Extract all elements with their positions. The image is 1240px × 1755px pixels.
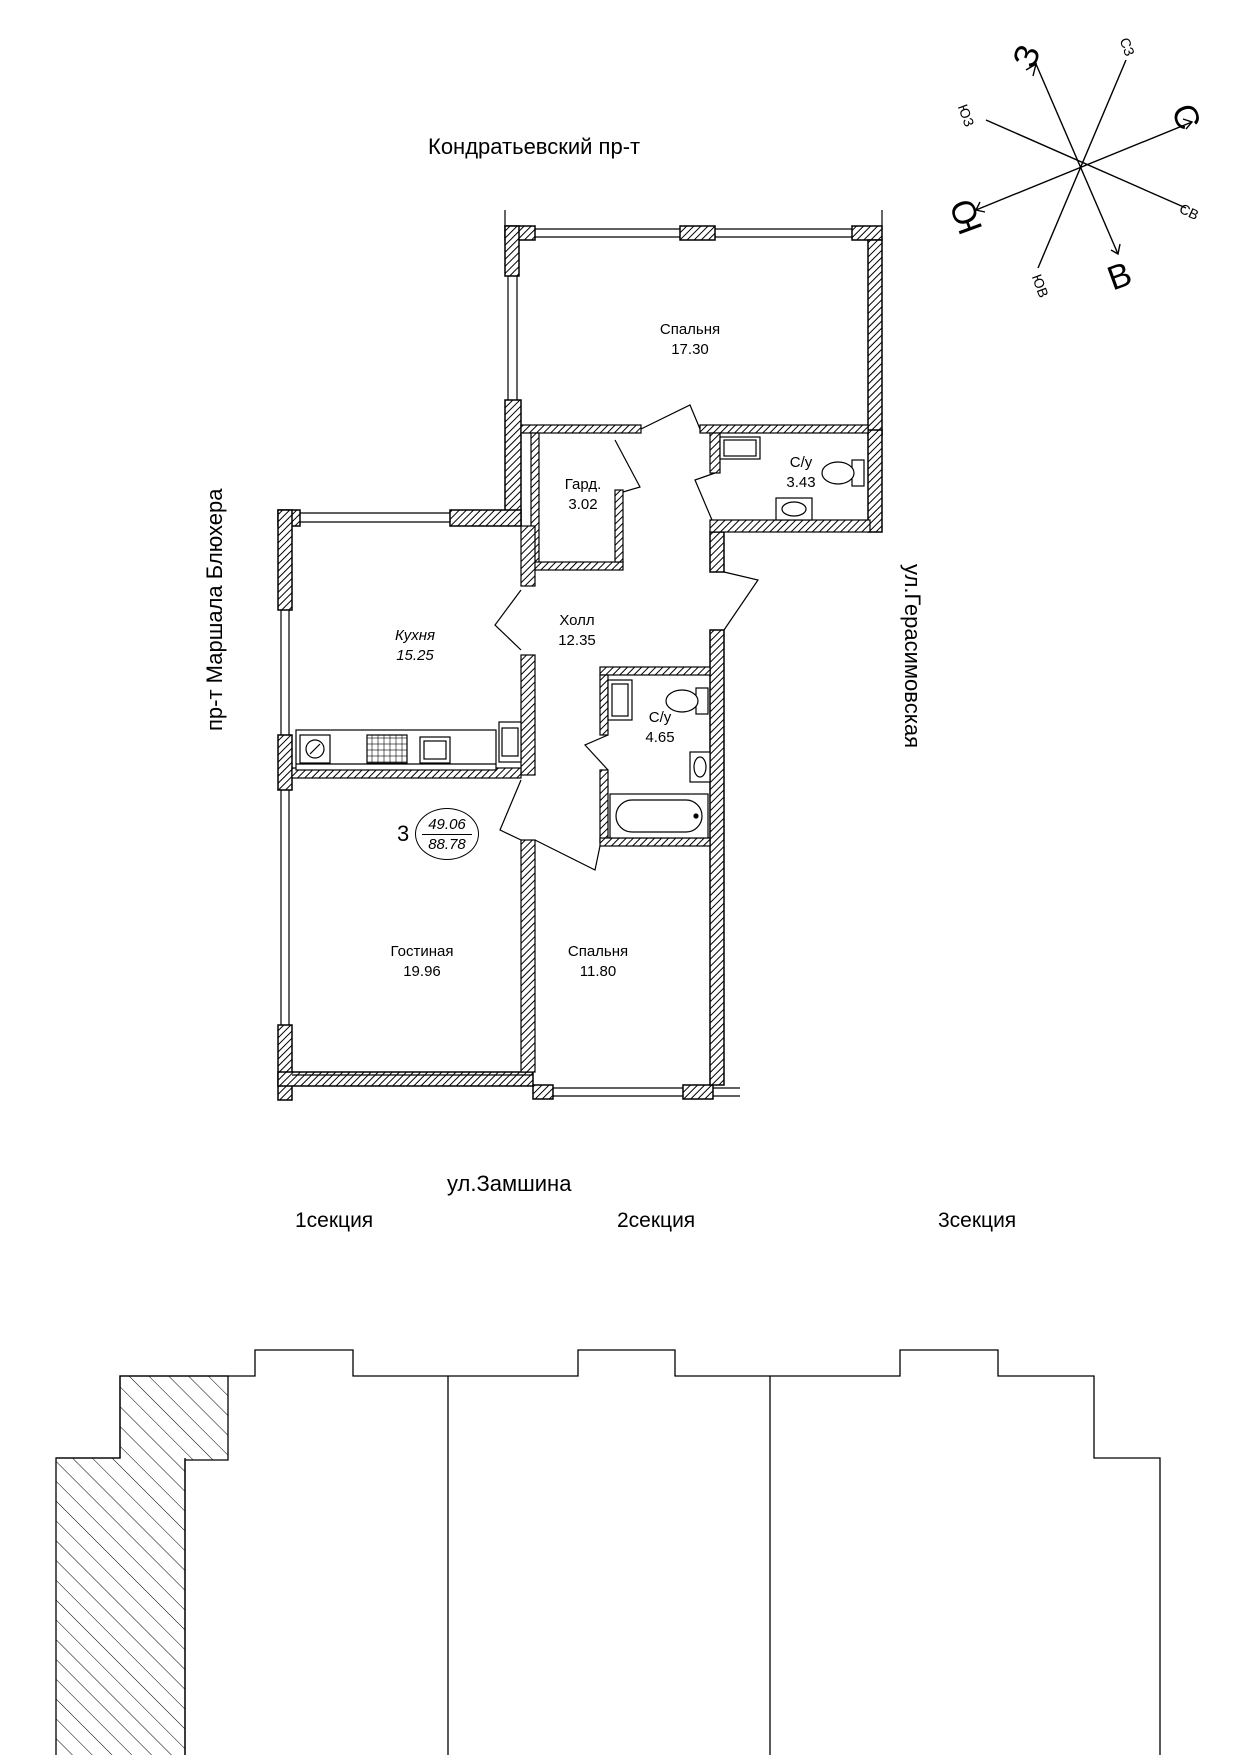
- room-area: 3.02: [568, 496, 598, 513]
- rooms-count: 3: [397, 821, 410, 846]
- room-name: Гард.: [564, 476, 602, 493]
- area-divider: [422, 834, 472, 835]
- section-label-3: 3секция: [938, 1209, 1017, 1232]
- arrow-east-icon: [1110, 243, 1121, 256]
- room-hall: Холл 12.35: [542, 613, 612, 648]
- street-north: Кондратьевский пр-т: [428, 134, 641, 159]
- room-name: Спальня: [567, 943, 629, 960]
- room-name: Гостиная: [390, 943, 454, 960]
- compass-sw: ЮЗ: [955, 102, 978, 129]
- compass-axis-north-south: [975, 121, 1193, 211]
- compass-ne: СВ: [1177, 200, 1201, 223]
- compass-axis-west-east: [1035, 63, 1119, 255]
- room-wardrobe: Гард. 3.02: [548, 477, 618, 512]
- room-area: 11.80: [579, 963, 617, 980]
- fixtures: [295, 436, 865, 839]
- arrow-south-icon: [974, 201, 986, 213]
- room-bedroom-1: Спальня 17.30: [640, 322, 740, 357]
- room-bedroom-2: Спальня 11.80: [553, 944, 643, 979]
- building-sections-plan: [55, 1349, 1161, 1755]
- arrow-north-icon: [1182, 118, 1194, 130]
- room-area: 19.96: [403, 963, 441, 980]
- interior-walls: [291, 424, 871, 1073]
- kitchen-counter: [295, 729, 497, 771]
- compass-axis-ne-sw: [985, 119, 1187, 209]
- room-name: С/у: [789, 454, 813, 471]
- arrow-west-icon: [1025, 62, 1038, 77]
- exterior-walls: [277, 225, 883, 1101]
- compass-w: З: [1006, 40, 1049, 72]
- bathtub-icon: [609, 793, 709, 839]
- building-outline: [56, 1349, 1161, 1755]
- compass-rose: З С Ю В СЗ СВ ЮЗ ЮВ: [943, 35, 1208, 300]
- room-bathroom-1: С/у 3.43: [776, 455, 826, 490]
- street-east: ул.Герасимовская: [900, 564, 925, 748]
- compass-nw: СЗ: [1117, 35, 1138, 58]
- room-bathroom-2: С/у 4.65: [635, 710, 685, 745]
- room-area: 12.35: [558, 632, 596, 649]
- section-label-2: 2секция: [617, 1209, 696, 1232]
- doors: [494, 404, 759, 871]
- compass-e: В: [1102, 255, 1136, 298]
- section-1-highlight: [55, 1375, 229, 1755]
- room-name: С/у: [648, 709, 672, 726]
- room-area: 17.30: [671, 341, 709, 358]
- living-area: 49.06: [428, 816, 466, 833]
- sink-icon: [775, 497, 813, 521]
- room-name: Холл: [559, 612, 595, 629]
- room-area: 3.43: [786, 474, 816, 491]
- compass-axis-nw-se: [1037, 59, 1127, 269]
- compass-n: С: [1164, 99, 1208, 135]
- sink-icon: [689, 751, 711, 783]
- room-area: 15.25: [396, 647, 434, 664]
- compass-se: ЮВ: [1029, 272, 1052, 300]
- section-label-1: 1секция: [295, 1209, 374, 1232]
- toilet-icon: [821, 459, 865, 487]
- compass-s: Ю: [943, 194, 990, 239]
- room-living: Гостиная 19.96: [372, 944, 472, 979]
- toilet-icon: [665, 687, 709, 715]
- room-kitchen: Кухня 15.25: [375, 628, 455, 663]
- total-area: 88.78: [428, 836, 466, 853]
- room-area: 4.65: [645, 729, 675, 746]
- windows: [280, 210, 883, 1097]
- apartment-area-badge: 49.06 88.78: [415, 808, 479, 860]
- room-name: Кухня: [395, 627, 435, 644]
- street-west: пр-т Маршала Блюхера: [202, 488, 227, 731]
- street-south: ул.Замшина: [447, 1171, 572, 1196]
- room-name: Спальня: [659, 321, 721, 338]
